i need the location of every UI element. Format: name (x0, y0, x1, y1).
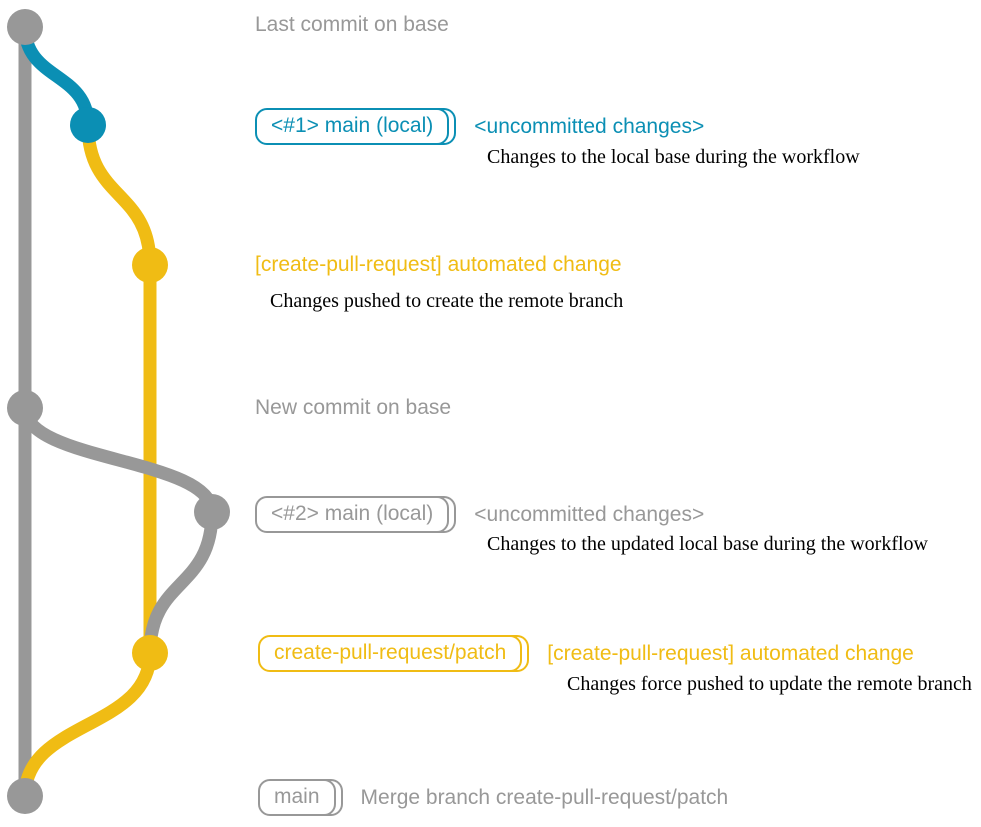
commit-node-merge[interactable] (7, 778, 43, 814)
edge-patch-update-to-merge (18, 646, 157, 803)
label-new-commit-on-base: New commit on base (255, 396, 452, 419)
row-merge: main Merge branch create-pull-request/pa… (258, 779, 729, 817)
commit-node-last-commit-on-base[interactable] (7, 9, 43, 45)
subject-automated-change-2: [create-pull-request] automated change (547, 641, 914, 665)
subject-automated-change-1: [create-pull-request] automated change (255, 253, 622, 276)
badge-wrap-local-1: <#1> main (local) (255, 108, 465, 146)
commit-node-local-2[interactable] (194, 494, 230, 530)
badge-create-pull-request-patch[interactable]: create-pull-request/patch (258, 635, 530, 673)
badge-main-local-1[interactable]: <#1> main (local) (255, 108, 457, 146)
edge-local2-to-patch-update (143, 505, 219, 660)
badge-main-local-2[interactable]: <#2> main (local) (255, 496, 457, 534)
badge-wrap-patch: create-pull-request/patch (258, 635, 538, 673)
commit-node-new-commit-on-base[interactable] (7, 390, 43, 426)
commit-node-patch-update[interactable] (132, 635, 168, 671)
edge-local1-to-patch-create (81, 118, 157, 272)
badge-main[interactable]: main (258, 779, 343, 817)
commit-node-patch-create[interactable] (132, 247, 168, 283)
badge-wrap-main: main (258, 779, 352, 817)
subject-uncommitted-changes-1: <uncommitted changes> (474, 114, 705, 138)
note-patch-create: Changes pushed to create the remote bran… (270, 290, 624, 312)
row-local-2: <#2> main (local) <uncommitted changes> (255, 496, 705, 534)
note-local-2: Changes to the updated local base during… (487, 533, 928, 555)
row-patch-update: create-pull-request/patch [create-pull-r… (258, 635, 914, 673)
note-patch-update: Changes force pushed to update the remot… (567, 673, 972, 695)
badge-wrap-local-2: <#2> main (local) (255, 496, 465, 534)
row-local-1: <#1> main (local) <uncommitted changes> (255, 108, 705, 146)
label-last-commit-on-base: Last commit on base (255, 13, 449, 36)
subject-merge-branch: Merge branch create-pull-request/patch (360, 785, 729, 809)
note-local-1: Changes to the local base during the wor… (487, 146, 860, 168)
commit-node-local-1[interactable] (70, 107, 106, 143)
edge-base-to-local2 (18, 401, 219, 519)
subject-uncommitted-changes-2: <uncommitted changes> (474, 502, 705, 526)
